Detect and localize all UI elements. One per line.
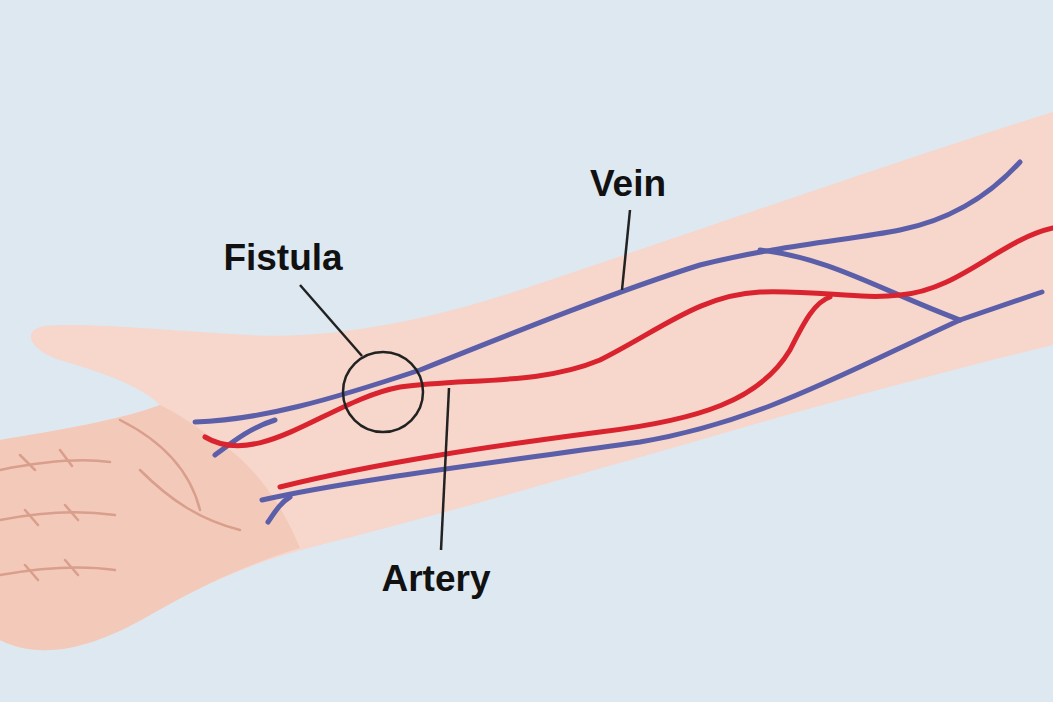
veins xyxy=(195,162,1042,522)
fistula-label: Fistula xyxy=(223,239,342,276)
artery-label: Artery xyxy=(382,560,491,597)
leader-lines xyxy=(300,210,630,550)
forearm xyxy=(0,112,1053,650)
finger-creases xyxy=(0,420,240,580)
arteries xyxy=(205,228,1053,487)
fistula-circle xyxy=(343,352,423,432)
vein-label: Vein xyxy=(590,165,666,202)
